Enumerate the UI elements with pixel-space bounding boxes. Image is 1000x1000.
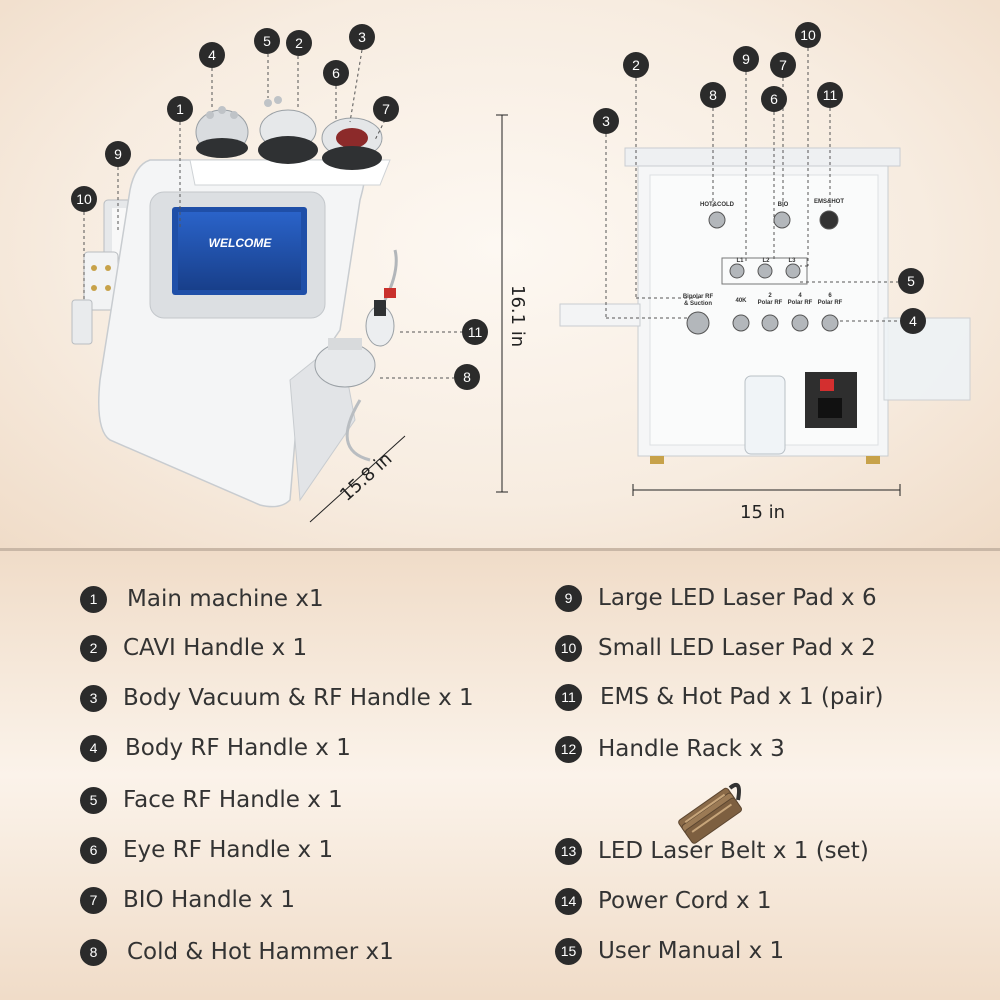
callout-back-4: 4 <box>900 308 926 334</box>
callout-back-8: 8 <box>700 82 726 108</box>
item-text: LED Laser Belt x 1 (set) <box>598 838 869 864</box>
item-text: Body RF Handle x 1 <box>125 735 351 761</box>
callout-front-11: 11 <box>462 319 488 345</box>
list-item: 12 Handle Rack x 3 <box>555 734 785 764</box>
callout-front-4: 4 <box>199 42 225 68</box>
callout-front-8: 8 <box>454 364 480 390</box>
cold-hot-hammer-image <box>314 300 395 388</box>
panel-label-4: 4 <box>798 293 802 299</box>
item-number: 6 <box>80 836 107 864</box>
item-number: 8 <box>80 938 107 966</box>
callout-front-10: 10 <box>71 186 97 212</box>
screen-welcome-text: WELCOME <box>209 236 273 250</box>
callout-front-6: 6 <box>323 60 349 86</box>
item-text: Face RF Handle x 1 <box>123 787 343 813</box>
callout-front-5: 5 <box>254 28 280 54</box>
callout-back-3: 3 <box>593 108 619 134</box>
list-item: 9 Large LED Laser Pad x 6 <box>555 583 877 613</box>
item-number: 10 <box>555 634 582 662</box>
cavi-handle-image <box>258 96 318 164</box>
list-item: 7 BIO Handle x 1 <box>80 885 295 915</box>
item-text: Handle Rack x 3 <box>598 736 785 762</box>
item-number: 1 <box>80 585 107 613</box>
body-vacuum-rf-handle-image <box>321 117 383 170</box>
callout-front-9: 9 <box>105 141 131 167</box>
list-item: 3 Body Vacuum & RF Handle x 1 <box>80 683 474 713</box>
item-text: Power Cord x 1 <box>598 888 772 914</box>
package-list-area <box>0 551 1000 1000</box>
panel-label-emshot: EMS&HOT <box>814 199 844 205</box>
list-item: 8 Cold & Hot Hammer x1 <box>80 937 394 967</box>
list-item: 1 Main machine x1 <box>80 584 324 614</box>
width-dimension-label: 15 in <box>740 502 786 523</box>
list-item: 4 Body RF Handle x 1 <box>80 733 351 763</box>
item-number: 11 <box>555 683 582 711</box>
ems-hot-pad-image <box>383 249 398 301</box>
item-number: 5 <box>80 786 107 814</box>
panel-label-l2: L2 <box>762 258 770 264</box>
panel-label-2: 2 <box>768 293 772 299</box>
body-rf-handle-image <box>195 106 249 158</box>
item-text: CAVI Handle x 1 <box>123 635 308 661</box>
callout-back-9: 9 <box>733 46 759 72</box>
callout-back-6: 6 <box>761 86 787 112</box>
panel-label-suction: & Suction <box>684 301 712 307</box>
item-text: Body Vacuum & RF Handle x 1 <box>123 685 474 711</box>
item-number: 14 <box>555 887 582 915</box>
item-text: Small LED Laser Pad x 2 <box>598 635 876 661</box>
item-text: Main machine x1 <box>127 586 324 612</box>
item-text: User Manual x 1 <box>598 938 785 964</box>
list-item: 6 Eye RF Handle x 1 <box>80 835 333 865</box>
item-number: 9 <box>555 584 582 612</box>
main-machine-back <box>559 147 971 464</box>
panel-label-polar-6: Polar RF <box>818 300 843 306</box>
callout-back-10: 10 <box>795 22 821 48</box>
small-led-laser-pad-image <box>71 251 119 345</box>
item-text: EMS & Hot Pad x 1 (pair) <box>600 684 884 710</box>
callout-back-5: 5 <box>898 268 924 294</box>
list-item: 14 Power Cord x 1 <box>555 886 772 916</box>
item-number: 3 <box>80 684 107 712</box>
panel-label-bipolar: Bipolar RF <box>683 294 714 300</box>
handle-rack-image <box>559 303 971 401</box>
panel-label-polar-4: Polar RF <box>788 300 813 306</box>
panel-label-hotcold: HOT&COLD <box>700 202 735 208</box>
item-number: 7 <box>80 886 107 914</box>
callout-front-2: 2 <box>286 30 312 56</box>
item-text: Cold & Hot Hammer x1 <box>127 939 394 965</box>
main-machine-front: WELCOME <box>71 96 398 508</box>
height-dimension-label: 16.1 in <box>507 285 528 348</box>
panel-label-polar-2: Polar RF <box>758 300 783 306</box>
list-item: 11 EMS & Hot Pad x 1 (pair) <box>555 682 883 712</box>
item-number: 13 <box>555 837 582 865</box>
panel-label-6: 6 <box>828 293 832 299</box>
callout-back-7: 7 <box>770 52 796 78</box>
callout-front-3: 3 <box>349 24 375 50</box>
list-item: 13 LED Laser Belt x 1 (set) <box>555 836 869 866</box>
item-text: Large LED Laser Pad x 6 <box>598 585 877 611</box>
callout-front-7: 7 <box>373 96 399 122</box>
item-number: 2 <box>80 634 107 662</box>
item-number: 15 <box>555 937 582 965</box>
list-item: 5 Face RF Handle x 1 <box>80 785 343 815</box>
callout-back-11: 11 <box>817 82 843 108</box>
section-divider <box>0 548 1000 551</box>
item-number: 12 <box>555 735 582 763</box>
list-item: 10 Small LED Laser Pad x 2 <box>555 633 876 663</box>
list-item: 15 User Manual x 1 <box>555 936 784 966</box>
panel-label-l3: L3 <box>788 258 796 264</box>
list-item: 2 CAVI Handle x 1 <box>80 633 307 663</box>
panel-label-l1: L1 <box>736 258 744 264</box>
callout-back-2: 2 <box>623 52 649 78</box>
product-illustration: WELCOME <box>71 48 971 523</box>
item-text: BIO Handle x 1 <box>123 887 295 913</box>
item-number: 4 <box>80 734 107 762</box>
panel-label-40k: 40K <box>735 298 747 304</box>
item-text: Eye RF Handle x 1 <box>123 837 334 863</box>
callout-front-1: 1 <box>167 96 193 122</box>
